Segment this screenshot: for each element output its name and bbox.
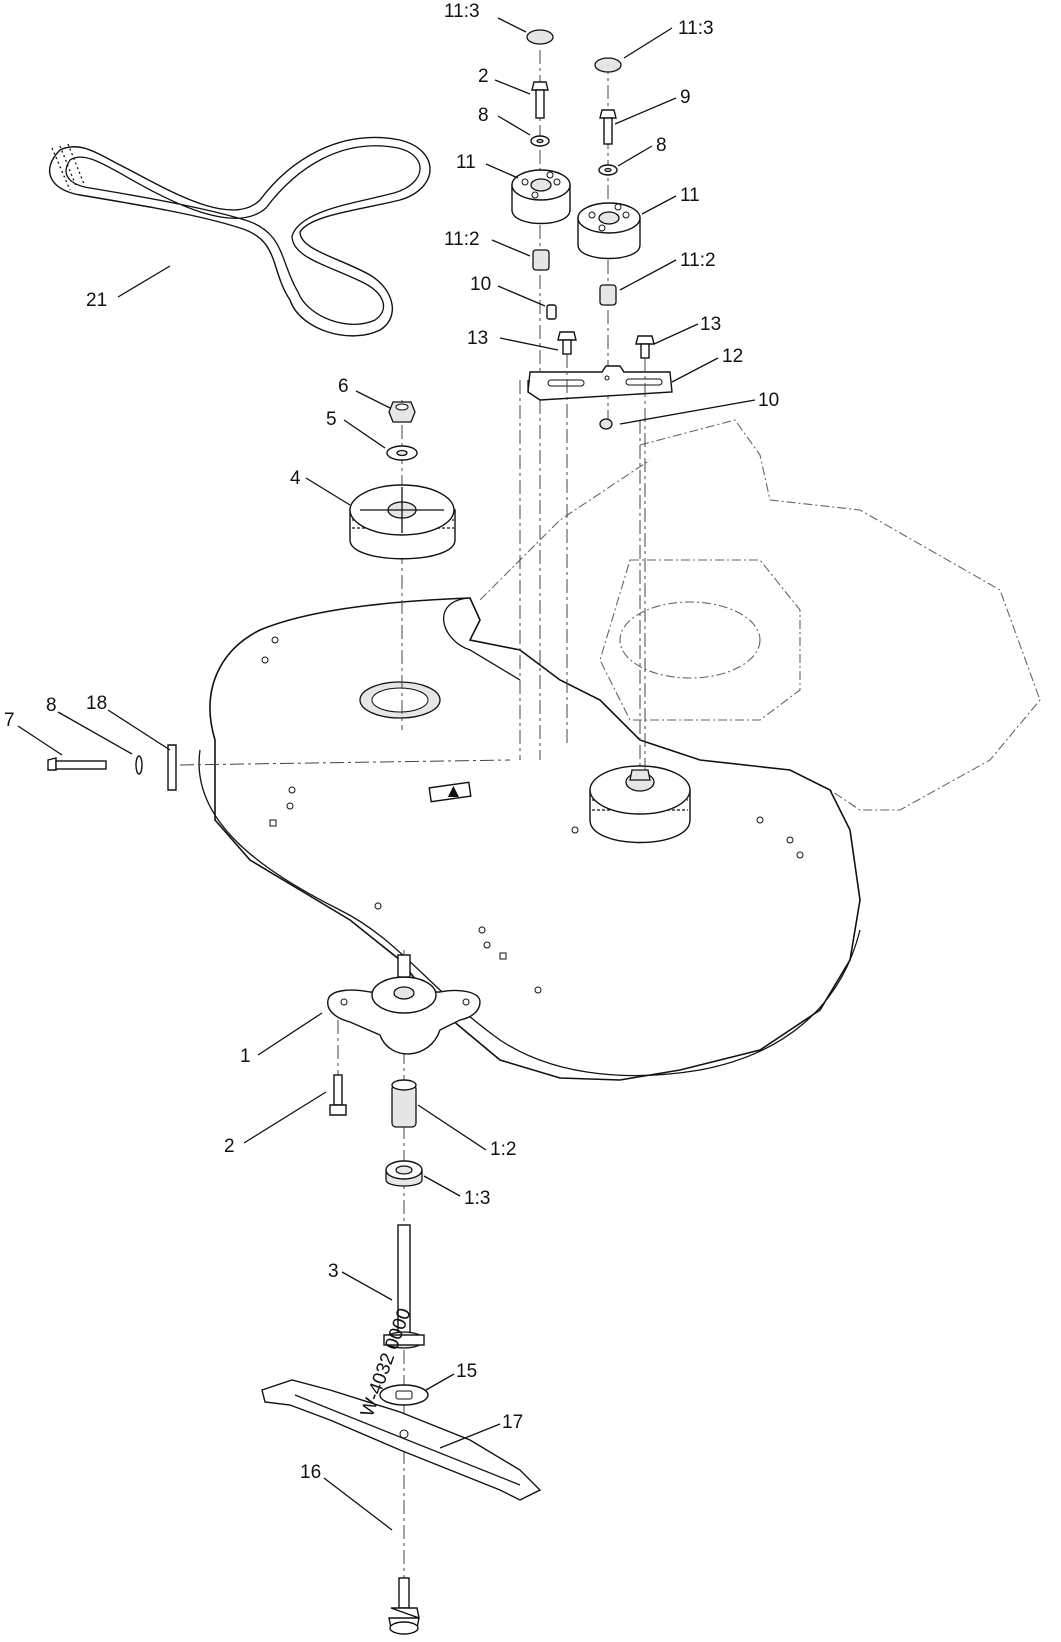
- bearing-1-3: [385, 1160, 423, 1187]
- callout-21: 21: [86, 290, 107, 311]
- spindle-stack: W-4032 0000: [261, 950, 542, 1635]
- bearing-11-2-right: [599, 284, 617, 306]
- washer-8-left: [530, 135, 550, 147]
- spacer-10-top: [546, 304, 557, 320]
- callout-18: 18: [86, 693, 107, 714]
- pulley-right-on-deck: [589, 420, 691, 844]
- spindle-shaft-3: [383, 1224, 425, 1349]
- callout-10-b: 10: [758, 390, 779, 411]
- spacer-1-2: [391, 1079, 417, 1128]
- callout-11-3-b: 11:3: [678, 18, 714, 39]
- deck-decal-text: ▲: [444, 781, 463, 802]
- drive-belt: [49, 136, 431, 337]
- callout-labels: 11:3 11:3 2 9 8 8 11 11 11:2 11:2 10 10 …: [4, 1, 779, 1483]
- callout-6: 6: [338, 376, 349, 397]
- callout-7: 7: [4, 710, 15, 731]
- callout-13-a: 13: [467, 328, 488, 349]
- callout-8-b: 8: [656, 135, 667, 156]
- callout-8-a: 8: [478, 105, 489, 126]
- bolt-9: [599, 109, 617, 145]
- blade-bolt-16: [388, 1577, 420, 1635]
- callout-17: 17: [502, 1412, 523, 1433]
- deck-holes: [261, 636, 804, 994]
- callout-2-bottom: 2: [224, 1136, 235, 1157]
- cap-11-3-left: [526, 29, 554, 45]
- washer-8-side: [135, 755, 143, 775]
- cap-11-3-right: [594, 57, 622, 73]
- pulley-group-left: [349, 400, 456, 730]
- callout-11-a: 11: [456, 152, 476, 173]
- leader-lines: [17, 17, 756, 1531]
- callout-2-top: 2: [478, 66, 489, 87]
- callout-10-a: 10: [470, 274, 491, 295]
- deck-decal: ▲: [428, 781, 472, 803]
- bolt-13-left: [557, 331, 577, 355]
- plate-18: [167, 744, 177, 791]
- blade-adapter-15: [379, 1384, 429, 1406]
- callout-4: 4: [290, 468, 301, 489]
- callout-3: 3: [328, 1261, 339, 1282]
- pulley-4: [349, 484, 456, 560]
- callout-9: 9: [680, 87, 691, 108]
- callout-11-2-a: 11:2: [444, 229, 480, 250]
- bolt-2-bottom: [329, 1074, 347, 1116]
- callout-16: 16: [300, 1462, 321, 1483]
- bolt-7: [47, 757, 107, 771]
- callout-1-2: 1:2: [490, 1139, 516, 1160]
- callout-11-b: 11: [680, 185, 700, 206]
- callout-11-3-a: 11:3: [444, 1, 480, 22]
- spindle-housing-1: [327, 954, 481, 1055]
- idler-pulley-11-left: [511, 169, 571, 225]
- callout-13-b: 13: [700, 314, 721, 335]
- callout-1: 1: [240, 1046, 251, 1067]
- spacer-10-bottom: [599, 418, 613, 430]
- bolt-2-top: [531, 81, 549, 119]
- callout-11-2-b: 11:2: [680, 250, 716, 271]
- idler-bracket-12: [527, 365, 673, 401]
- side-bolt-assembly: [47, 744, 511, 791]
- callout-12: 12: [722, 346, 743, 367]
- washer-8-right: [598, 164, 618, 176]
- mower-deck: ▲: [198, 597, 861, 1081]
- callout-1-3: 1:3: [464, 1188, 490, 1209]
- washer-5: [386, 445, 418, 461]
- nut-6: [388, 401, 416, 423]
- idler-pulley-11-right: [577, 202, 641, 260]
- callout-5: 5: [326, 409, 337, 430]
- idler-assembly: [511, 29, 673, 770]
- callout-8-c: 8: [46, 695, 57, 716]
- bearing-11-2-left: [532, 249, 550, 271]
- bolt-13-right: [635, 335, 655, 359]
- callout-15: 15: [456, 1361, 477, 1382]
